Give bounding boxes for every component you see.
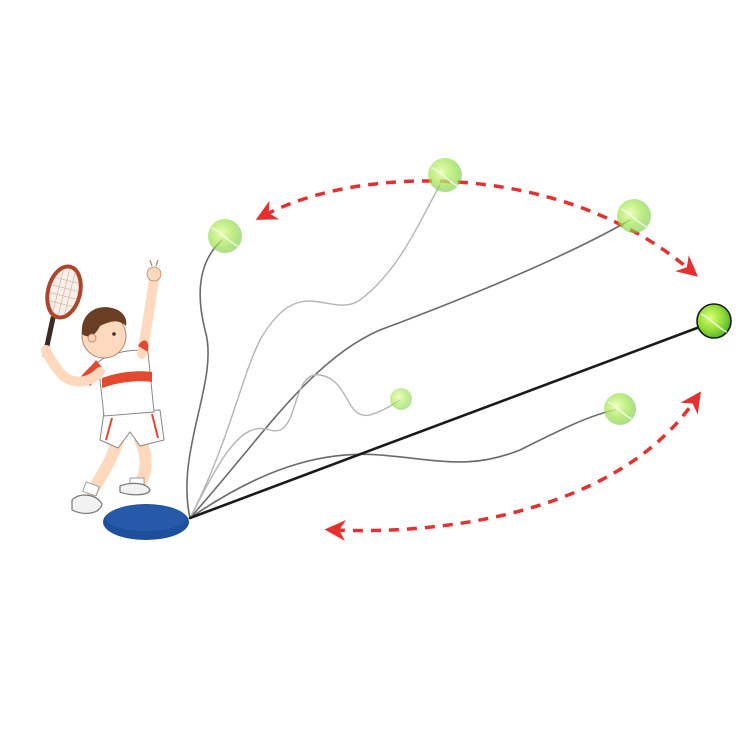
string-to-lower-right-ball xyxy=(189,409,616,519)
tennis-racket xyxy=(42,264,83,358)
trainer-base xyxy=(103,504,189,540)
ball-top-center xyxy=(428,158,462,192)
ball-main-right xyxy=(696,303,732,339)
lower-arc-arrow xyxy=(324,391,701,541)
shoe-back xyxy=(71,494,103,514)
string-main-taut xyxy=(188,323,707,520)
child-tennis-player xyxy=(41,259,165,514)
elastic-strings xyxy=(186,184,707,520)
string-to-top-left-ball xyxy=(186,239,223,519)
string-to-right-top-ball xyxy=(189,219,631,519)
shoe-front xyxy=(119,482,151,496)
player-hair xyxy=(81,307,127,337)
ball-lower-right xyxy=(604,393,636,425)
string-to-small-ball xyxy=(189,374,401,519)
ball-top-right xyxy=(617,199,651,233)
tennis-balls xyxy=(208,158,732,425)
motion-arrows xyxy=(255,179,701,541)
ball-small-middle xyxy=(390,388,412,410)
ball-top-left xyxy=(208,219,242,253)
string-to-top-ball xyxy=(189,184,441,519)
